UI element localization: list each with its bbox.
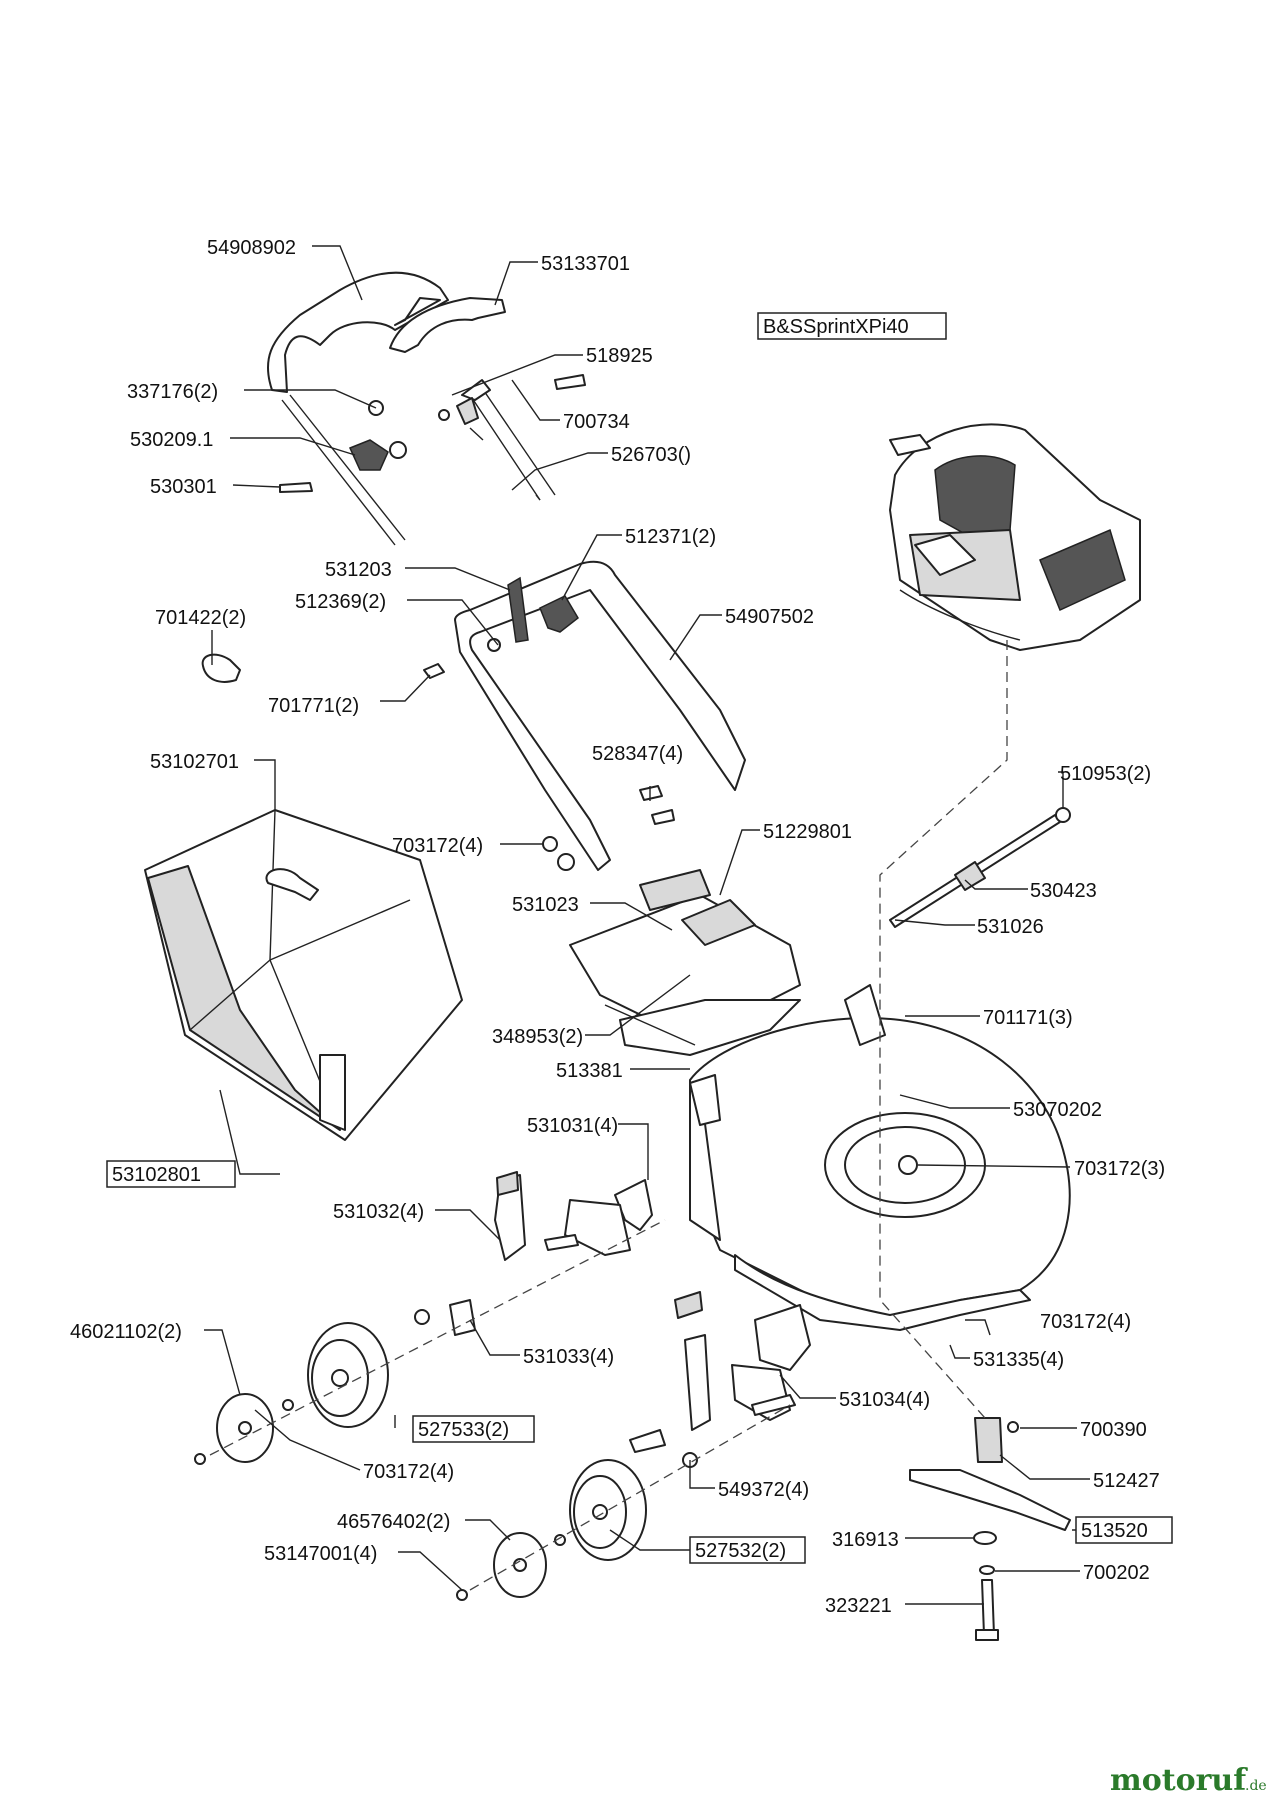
label-531031: 531031(4) <box>527 1115 618 1137</box>
engine-drawing <box>889 423 1141 651</box>
label-513381: 513381 <box>556 1060 623 1082</box>
label-deck: 53070202 <box>1013 1099 1102 1121</box>
label-700390: 700390 <box>1080 1419 1147 1441</box>
label-grass-bag: 53102701 <box>150 751 239 773</box>
engine-label-frame <box>757 312 947 340</box>
label-518925: 518925 <box>586 345 653 367</box>
label-528347: 528347(4) <box>592 743 683 765</box>
label-handle-mid: 53133701 <box>541 253 630 275</box>
label-348953: 348953(2) <box>492 1026 583 1048</box>
label-wheel-front: 527532(2) <box>695 1540 786 1562</box>
label-530301: 530301 <box>150 476 217 498</box>
label-703172c: 703172(4) <box>1040 1311 1131 1333</box>
label-700202: 700202 <box>1083 1562 1150 1584</box>
label-531032: 531032(4) <box>333 1201 424 1223</box>
logo-name: motoruf <box>1110 1763 1248 1798</box>
label-703172b: 703172(3) <box>1074 1158 1165 1180</box>
label-701171: 701171(3) <box>983 1007 1073 1029</box>
grass-bag-drawing <box>144 809 463 1141</box>
label-46021102: 46021102(2) <box>70 1321 182 1343</box>
label-531335: 531335(4) <box>973 1349 1064 1371</box>
label-512427: 512427 <box>1093 1470 1160 1492</box>
label-701422: 701422(2) <box>155 607 246 629</box>
height-adjuster-left-drawing <box>414 1171 653 1336</box>
label-530423: 530423 <box>1030 880 1097 902</box>
label-531023: 531023 <box>512 894 579 916</box>
label-blade: 513520 <box>1081 1520 1148 1542</box>
upper-handle-drawing <box>266 271 586 546</box>
label-510953: 510953(2) <box>1060 763 1151 785</box>
rod-drawing <box>889 807 1071 928</box>
logo-tld: .de <box>1245 1778 1267 1794</box>
height-adjuster-right-drawing <box>629 1291 811 1468</box>
label-512371: 512371(2) <box>625 526 716 548</box>
front-wheel-drawing <box>456 1459 647 1601</box>
label-323221: 323221 <box>825 1595 892 1617</box>
label-engine: B&SSprintXPi40 <box>763 316 909 338</box>
label-701771: 701771(2) <box>268 695 359 717</box>
site-logo: motoruf .de <box>1110 1763 1267 1798</box>
label-wheel-rear: 527533(2) <box>418 1419 509 1441</box>
label-512369: 512369(2) <box>295 591 386 613</box>
front-wheel-label-frame <box>689 1536 806 1564</box>
deflector-drawing <box>569 869 801 1056</box>
leader-lines <box>204 245 1090 1605</box>
label-703172a: 703172(4) <box>392 835 483 857</box>
label-531026: 531026 <box>977 916 1044 938</box>
label-530209: 530209.1 <box>130 429 213 451</box>
label-337176: 337176(2) <box>127 381 218 403</box>
label-531203: 531203 <box>325 559 392 581</box>
label-526703: 526703() <box>611 444 691 466</box>
blade-label-frame <box>1075 1516 1173 1544</box>
label-531034: 531034(4) <box>839 1389 930 1411</box>
label-700734: 700734 <box>563 411 630 433</box>
rear-wheel-drawing <box>194 1322 389 1465</box>
bag-frame-label-frame <box>106 1160 236 1188</box>
lower-handle-drawing <box>201 560 746 871</box>
alignment-lines <box>209 640 1008 1591</box>
rear-wheel-label-frame <box>412 1415 535 1443</box>
label-549372: 549372(4) <box>718 1479 809 1501</box>
label-531033: 531033(4) <box>523 1346 614 1368</box>
label-bag-frame: 53102801 <box>112 1164 201 1186</box>
blade-drawing <box>909 1417 1071 1641</box>
label-703172d: 703172(4) <box>363 1461 454 1483</box>
label-handle-lower: 54907502 <box>725 606 814 628</box>
label-53147001: 53147001(4) <box>264 1543 377 1565</box>
label-handle-upper: 54908902 <box>207 237 296 259</box>
label-316913: 316913 <box>832 1529 899 1551</box>
label-51229801: 51229801 <box>763 821 852 843</box>
label-46576402: 46576402(2) <box>337 1511 450 1533</box>
